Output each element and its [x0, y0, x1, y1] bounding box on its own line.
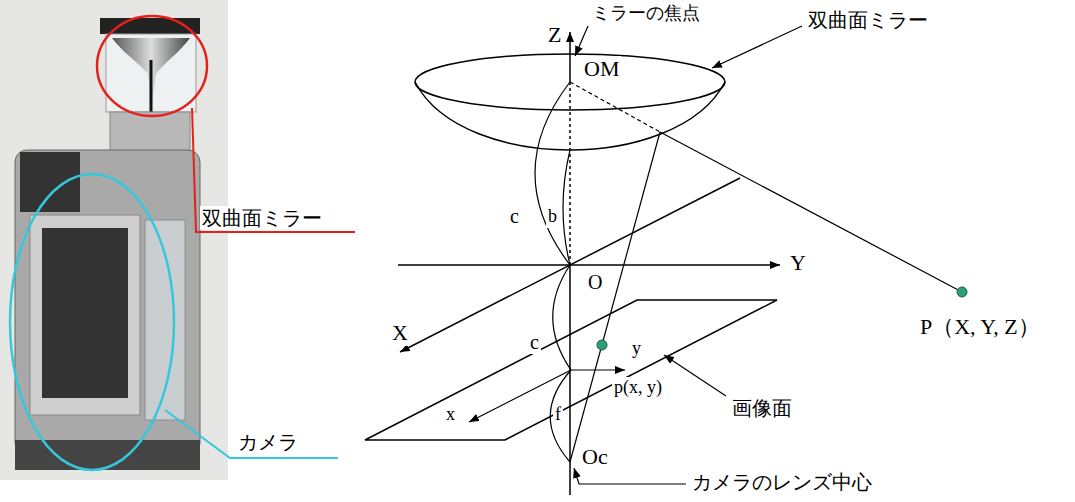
lens-mount: [110, 112, 190, 152]
world-point: [957, 287, 967, 297]
part-label: 双曲面ミラー: [200, 206, 324, 230]
dimension-arc: [535, 82, 570, 265]
photo-background: [0, 0, 228, 480]
camera-bottom: [15, 440, 200, 470]
point-label: P（X, Y, Z）: [918, 314, 1042, 340]
dimension-arc: [563, 150, 570, 265]
axis-label: x: [444, 404, 457, 426]
part-label: カメラのレンズ中心: [690, 470, 874, 494]
dimension-label: c: [528, 330, 541, 354]
axis-label: Z: [546, 22, 563, 48]
mirror-cylinder: [106, 34, 196, 112]
part-label: 双曲面ミラー: [806, 8, 930, 32]
leader-line: [165, 410, 338, 458]
point-label: OM: [582, 56, 621, 82]
dimension-label: c: [508, 204, 521, 228]
part-label: 画像面: [730, 396, 794, 420]
leader-line: [664, 355, 726, 396]
z-axis: [569, 32, 571, 82]
leader-line: [712, 26, 802, 68]
camera-highlight: [10, 174, 174, 470]
mirror-spike: [150, 60, 153, 112]
ray: [570, 132, 660, 462]
leader-line: [574, 468, 686, 484]
image-y-axis: [571, 369, 625, 370]
hyperbolic-mirror: [415, 82, 725, 150]
image-point: [597, 340, 607, 350]
ray: [660, 132, 962, 292]
leader-line: [192, 108, 355, 232]
lcd-screen: [42, 228, 128, 398]
y-axis: [398, 264, 780, 266]
axis-label: Y: [788, 250, 808, 276]
ray-hidden: [570, 82, 660, 132]
dimension-label: f: [553, 404, 563, 426]
dimension-arc: [550, 370, 571, 462]
point-label: O: [586, 270, 604, 294]
axis-label: y: [630, 338, 643, 360]
dimension-label: b: [546, 206, 559, 228]
lcd-frame: [30, 215, 140, 415]
leader-line: [575, 26, 588, 56]
mirror-highlight: [97, 16, 207, 116]
focus-label: ミラーの焦点: [590, 2, 702, 24]
dimension-arc: [553, 265, 571, 370]
part-label: カメラ: [236, 430, 300, 454]
point-label: Oc: [580, 444, 610, 470]
camera-grip: [20, 152, 80, 212]
axis-label: X: [390, 320, 410, 346]
point-label: p(x, y): [612, 377, 664, 399]
